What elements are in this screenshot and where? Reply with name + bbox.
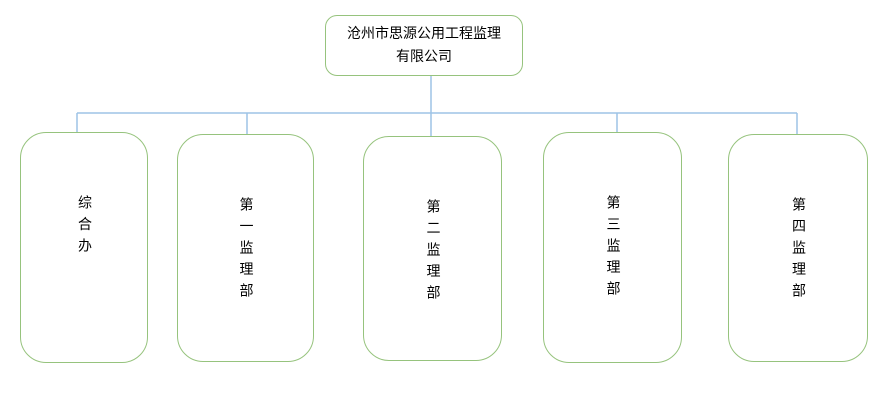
org-node-company[interactable]: 沧州市思源公用工程监理有限公司 [325,15,523,76]
org-node-supervision-dept-2-label: 第二监理部 [424,199,441,307]
org-node-supervision-dept-4-label: 第四监理部 [790,197,806,305]
org-node-supervision-dept-2[interactable]: 第二监理部 [363,136,502,361]
org-node-company-label: 沧州市思源公用工程监理有限公司 [347,25,501,65]
connector-path [76,76,798,136]
org-node-supervision-dept-3[interactable]: 第三监理部 [543,132,682,363]
org-node-general-office-label: 综合办 [76,195,92,260]
org-node-supervision-dept-1-label: 第一监理部 [237,197,254,305]
org-node-supervision-dept-4[interactable]: 第四监理部 [728,134,868,362]
org-node-supervision-dept-1[interactable]: 第一监理部 [177,134,314,362]
org-node-supervision-dept-3-label: 第三监理部 [604,195,621,303]
org-node-general-office[interactable]: 综合办 [20,132,148,363]
